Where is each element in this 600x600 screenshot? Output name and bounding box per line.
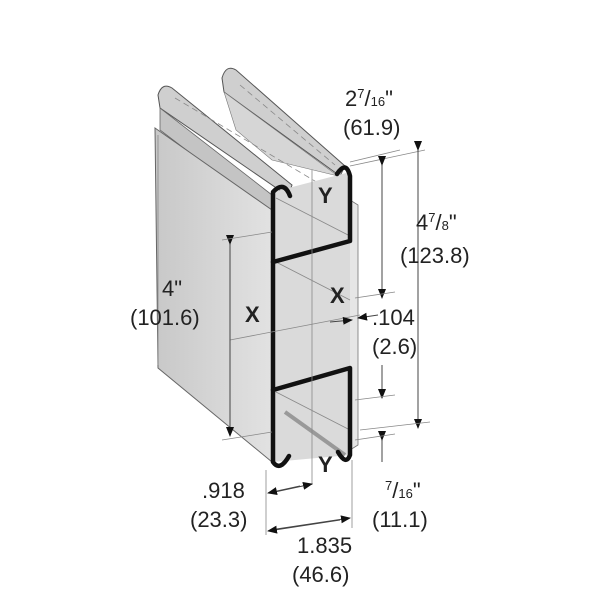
right-rail — [174, 67, 346, 191]
slot-mm: (11.1) — [372, 507, 428, 532]
width-mm: (61.9) — [343, 115, 400, 140]
width-label: 27/16" — [345, 86, 393, 111]
height-label: 47/8" — [416, 210, 457, 235]
axis-y-bottom: Y — [318, 452, 333, 477]
channel-profile — [270, 165, 353, 469]
thickness-mm: (2.6) — [372, 334, 417, 359]
axis-x-right: X — [330, 283, 345, 308]
half-depth-in: .918 — [202, 478, 245, 503]
web-face — [273, 172, 350, 462]
flange-mm: (101.6) — [130, 305, 200, 330]
depth-mm: (46.6) — [292, 562, 349, 587]
thickness-in: .104 — [372, 305, 415, 330]
slot-label: 7/16" — [385, 478, 421, 503]
depth-in: 1.835 — [297, 533, 352, 558]
axis-y-top: Y — [318, 183, 333, 208]
flange-in: 4" — [162, 276, 182, 301]
height-mm: (123.8) — [400, 243, 470, 268]
axis-x-left: X — [245, 302, 260, 327]
half-depth-mm: (23.3) — [190, 507, 247, 532]
